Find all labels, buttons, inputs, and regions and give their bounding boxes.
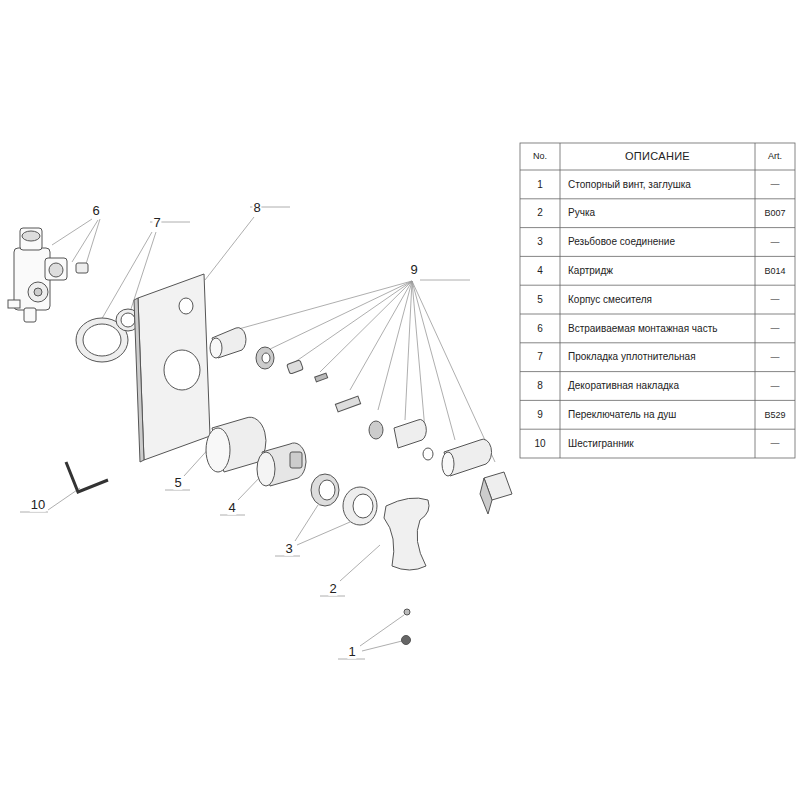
callout-number: 2 — [328, 582, 337, 596]
table-cell: Переключатель на душ — [561, 401, 754, 428]
table-cell: Резьбовое соединение — [561, 229, 754, 256]
table-cell: Стопорный винт, заглушка — [561, 171, 754, 198]
table-cell: Декоративная накладка — [561, 373, 754, 400]
table-header: No. — [521, 144, 559, 169]
callout-number: 6 — [91, 204, 100, 218]
table-cell: 5 — [521, 286, 559, 313]
table-cell: B014 — [756, 257, 794, 284]
table-cell: — — [756, 344, 794, 371]
table-cell: B007 — [756, 200, 794, 227]
table-cell: 4 — [521, 257, 559, 284]
callout-number: 5 — [173, 476, 182, 490]
table-cell: 3 — [521, 229, 559, 256]
table-cell: Прокладка уплотнительная — [561, 344, 754, 371]
table-cell: — — [756, 315, 794, 342]
table-header: ОПИСАНИЕ — [561, 144, 754, 169]
callout-number: 8 — [252, 201, 261, 215]
leader-lines — [20, 207, 495, 659]
callout-number: 1 — [347, 645, 356, 659]
table-cell: 8 — [521, 373, 559, 400]
table-cell: Картридж — [561, 257, 754, 284]
table-cell: — — [756, 171, 794, 198]
callout-number: 10 — [30, 498, 46, 512]
table-cell: 10 — [521, 430, 559, 457]
callout-number: 4 — [227, 501, 236, 515]
table-cell: — — [756, 229, 794, 256]
table-cell: Ручка — [561, 200, 754, 227]
table-grid — [520, 143, 795, 458]
table-cell: 2 — [521, 200, 559, 227]
table-cell: — — [756, 286, 794, 313]
table-header: Art. — [756, 144, 794, 169]
callout-number: 7 — [152, 216, 161, 230]
table-cell: 6 — [521, 315, 559, 342]
callout-number: 3 — [284, 542, 293, 556]
table-cell: 9 — [521, 401, 559, 428]
table-cell: B529 — [756, 401, 794, 428]
table-cell: — — [756, 373, 794, 400]
parts — [8, 228, 512, 645]
table-cell: 1 — [521, 171, 559, 198]
table-cell: — — [756, 430, 794, 457]
table-cell: Корпус смесителя — [561, 286, 754, 313]
callout-number: 9 — [409, 263, 418, 277]
table-cell: Шестигранник — [561, 430, 754, 457]
table-cell: 7 — [521, 344, 559, 371]
table-cell: Встраиваемая монтажная часть — [561, 315, 754, 342]
